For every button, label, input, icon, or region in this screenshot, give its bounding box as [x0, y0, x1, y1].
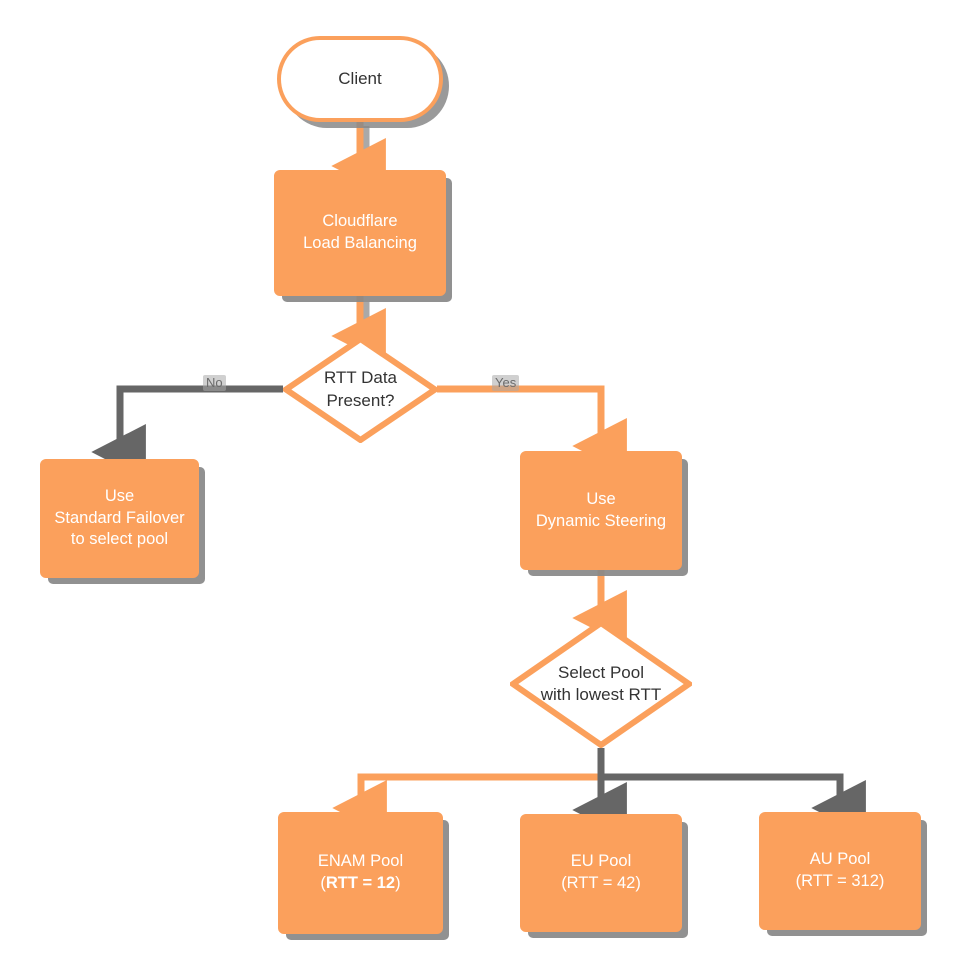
node-enam-rtt-value: RTT = 12	[325, 874, 396, 892]
node-standard-failover-line3: to select pool	[70, 530, 169, 549]
node-eu-pool-line1: EU Pool	[570, 852, 632, 871]
node-enam-paren-close: )	[395, 874, 401, 892]
edge-select-pool-to-au	[601, 773, 866, 836]
edge-rtt-yes-to-dynamic-steering	[437, 385, 627, 474]
node-dynamic-steering[interactable]: Use Dynamic Steering	[520, 451, 682, 570]
node-enam-pool[interactable]: ENAM Pool (RTT = 12)	[278, 812, 443, 934]
node-client[interactable]: Client	[277, 36, 443, 122]
node-dynamic-steering-line1: Use	[586, 489, 616, 508]
node-load-balancing-line2: Load Balancing	[303, 234, 417, 252]
select-pool-diamond-shape	[510, 620, 692, 748]
edge-rtt-no-to-standard-failover	[91, 385, 283, 480]
edge-label-yes: Yes	[492, 375, 520, 392]
node-load-balancing-line1: Cloudflare	[322, 212, 398, 231]
edge-select-pool-to-enam	[332, 748, 605, 836]
edge-label-no-text: No	[206, 375, 223, 390]
node-standard-failover-line1: Use	[104, 486, 135, 505]
node-au-pool-line2: (RTT = 312)	[795, 872, 885, 890]
node-cloudflare-load-balancing[interactable]: Cloudflare Load Balancing	[274, 170, 446, 296]
node-standard-failover[interactable]: Use Standard Failover to select pool	[40, 459, 199, 578]
node-enam-pool-line2: (RTT = 12)	[318, 873, 403, 895]
node-standard-failover-line2: Standard Failover	[54, 508, 185, 527]
node-au-pool-line1: AU Pool	[809, 850, 871, 869]
node-au-pool[interactable]: AU Pool (RTT = 312)	[759, 812, 921, 930]
node-rtt-data-present[interactable]: RTT Data Present?	[283, 336, 438, 443]
node-eu-pool[interactable]: EU Pool (RTT = 42)	[520, 814, 682, 932]
node-select-pool-lowest-rtt[interactable]: Select Pool with lowest RTT	[510, 620, 692, 748]
node-enam-pool-line1: ENAM Pool	[317, 852, 404, 871]
node-enam-paren-open: (	[320, 874, 326, 892]
node-eu-pool-line2: (RTT = 42)	[561, 874, 641, 892]
node-dynamic-steering-line2: Dynamic Steering	[535, 511, 667, 530]
rtt-diamond-shape	[283, 336, 438, 443]
edge-label-yes-text: Yes	[495, 375, 517, 390]
edge-label-no: No	[203, 375, 226, 392]
node-client-label: Client	[338, 68, 382, 88]
